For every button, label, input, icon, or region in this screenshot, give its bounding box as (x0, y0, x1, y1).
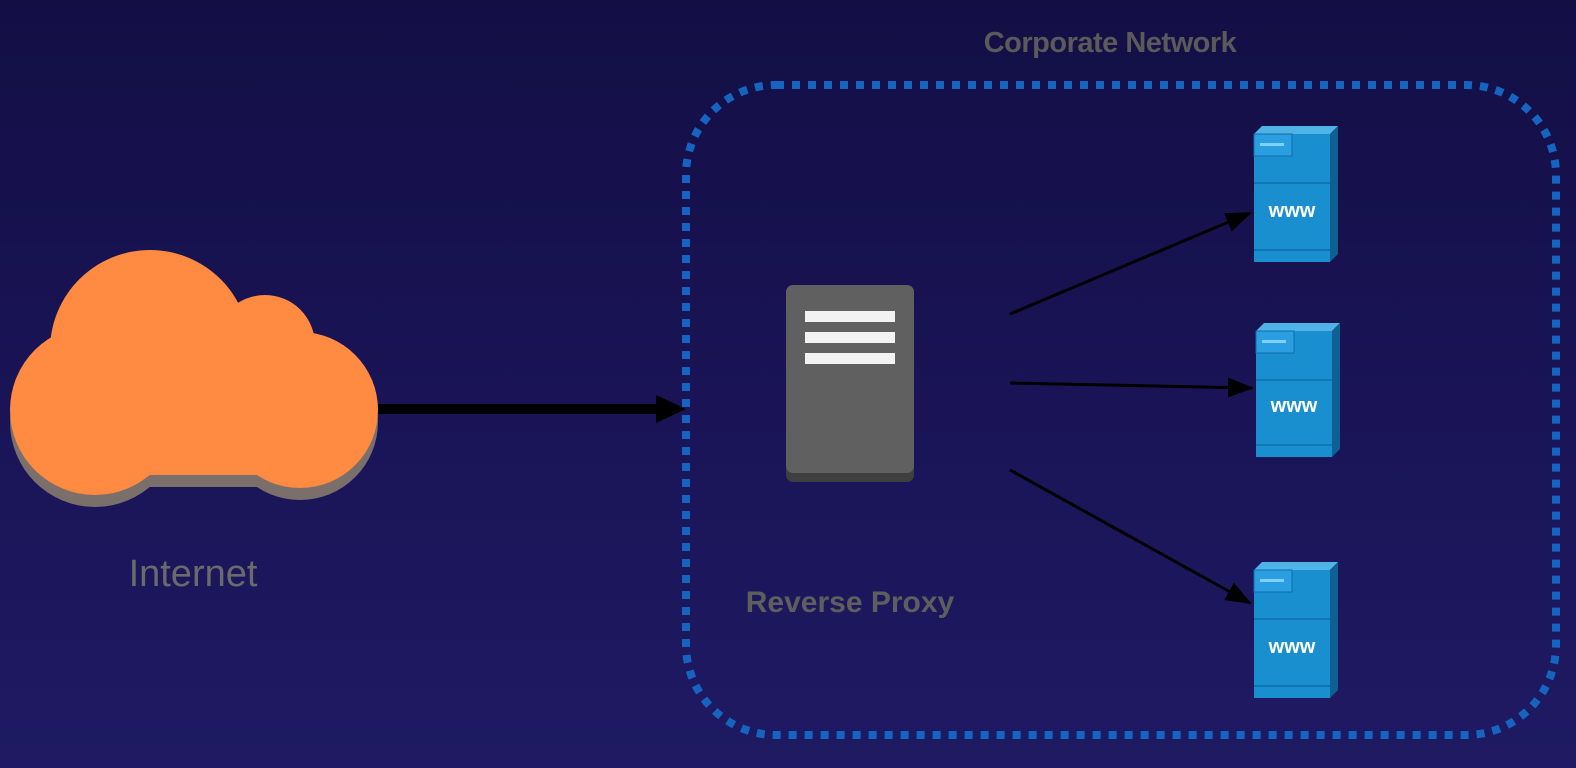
web-server-icon (1253, 126, 1338, 262)
internet-node: Internet (10, 250, 378, 595)
web-server-label: www (1268, 636, 1316, 658)
arrow-proxy-to-server-1 (1009, 211, 1252, 316)
arrow-proxy-to-server-2 (1009, 377, 1254, 398)
web-server-2: www (1255, 323, 1340, 457)
web-server-label: www (1270, 395, 1318, 417)
web-server-1: www (1253, 126, 1338, 262)
web-server-3: www (1253, 562, 1338, 698)
reverse-proxy-label: Reverse Proxy (746, 586, 955, 619)
arrow-proxy-to-server-3 (1009, 468, 1252, 605)
internet-label: Internet (129, 553, 258, 595)
arrow-internet-to-proxy (378, 395, 686, 423)
web-server-icon (1255, 323, 1340, 457)
server-icon (786, 285, 914, 482)
reverse-proxy-node: Reverse Proxy (746, 285, 955, 619)
web-server-label: www (1268, 200, 1316, 222)
web-server-icon (1253, 562, 1338, 698)
cloud-icon (10, 250, 378, 507)
corporate-network-group: Corporate Network (682, 27, 1560, 739)
corporate-network-label: Corporate Network (984, 27, 1238, 59)
